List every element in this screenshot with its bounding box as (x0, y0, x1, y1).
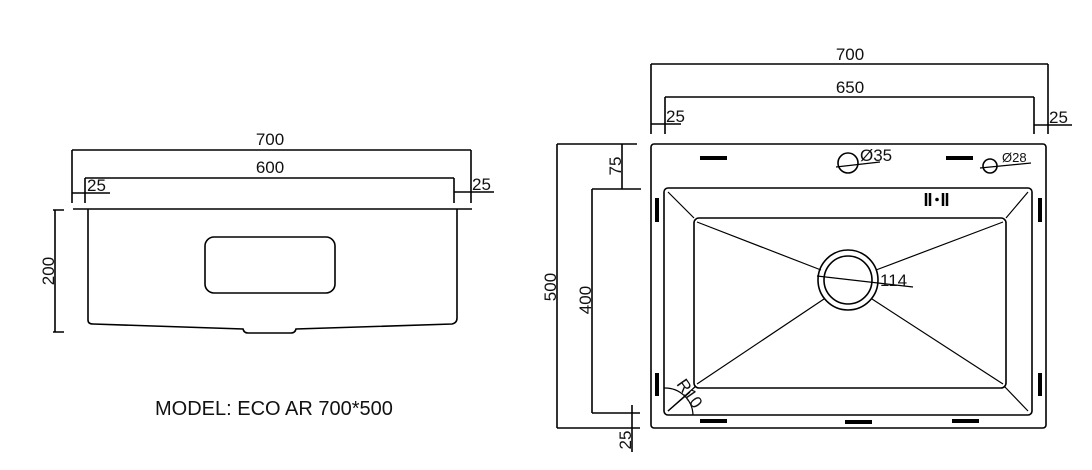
corner-radius: R10 (663, 375, 706, 416)
overflow-slot (204, 236, 336, 294)
front-view: 700 600 25 25 200 (39, 130, 494, 334)
dim-right-flange: 25 (1034, 108, 1072, 127)
dim-label: 500 (541, 273, 560, 301)
sink-outer-outline (650, 143, 1047, 429)
accessory-hole: Ø28 (979, 150, 1032, 174)
dim-label: Ø28 (1002, 150, 1027, 165)
dim-label: 700 (256, 130, 284, 149)
dim-label: 25 (616, 431, 635, 450)
dim-label: 400 (576, 286, 595, 314)
dim-overall-width: 700 (71, 130, 472, 203)
bowl-corner-lines (667, 191, 1029, 412)
dim-overall-depth: 500 (541, 143, 640, 429)
dim-overall-width: 700 (650, 45, 1049, 134)
top-view: 700 650 25 25 114 Ø35 (541, 45, 1072, 452)
dim-right-flange: 25 (454, 175, 494, 194)
dim-label: 114 (880, 271, 907, 290)
dim-label: 75 (606, 157, 625, 176)
mounting-clips (655, 156, 1042, 424)
dim-left-flange: 25 (72, 176, 110, 195)
drain: 114 (816, 249, 914, 311)
bowl-rim (663, 187, 1033, 416)
dim-label: Ø35 (860, 146, 892, 165)
dim-bowl-width: 650 (664, 78, 1035, 134)
dim-label: 650 (836, 78, 864, 97)
dim-label: 600 (256, 158, 284, 177)
dim-label: 25 (87, 176, 106, 195)
dim-front-flange: 25 (616, 405, 635, 452)
dim-depth: 200 (39, 209, 64, 333)
dim-bowl-width: 600 (84, 158, 455, 203)
dim-label: 25 (472, 175, 491, 194)
dim-left-flange: 25 (651, 107, 685, 126)
dim-label: 700 (836, 45, 864, 64)
tap-hole: Ø35 (835, 146, 892, 174)
dim-label: 200 (39, 257, 58, 285)
model-label: MODEL: ECO AR 700*500 (155, 398, 393, 420)
dim-back-deck: 75 (606, 144, 625, 189)
bowl-floor (693, 217, 1007, 389)
dim-bowl-depth: 400 (576, 188, 641, 414)
sink-body-outline (87, 209, 458, 334)
overflow-symbol (924, 193, 949, 206)
dim-label: 25 (1049, 108, 1068, 127)
dim-label: 25 (666, 107, 685, 126)
